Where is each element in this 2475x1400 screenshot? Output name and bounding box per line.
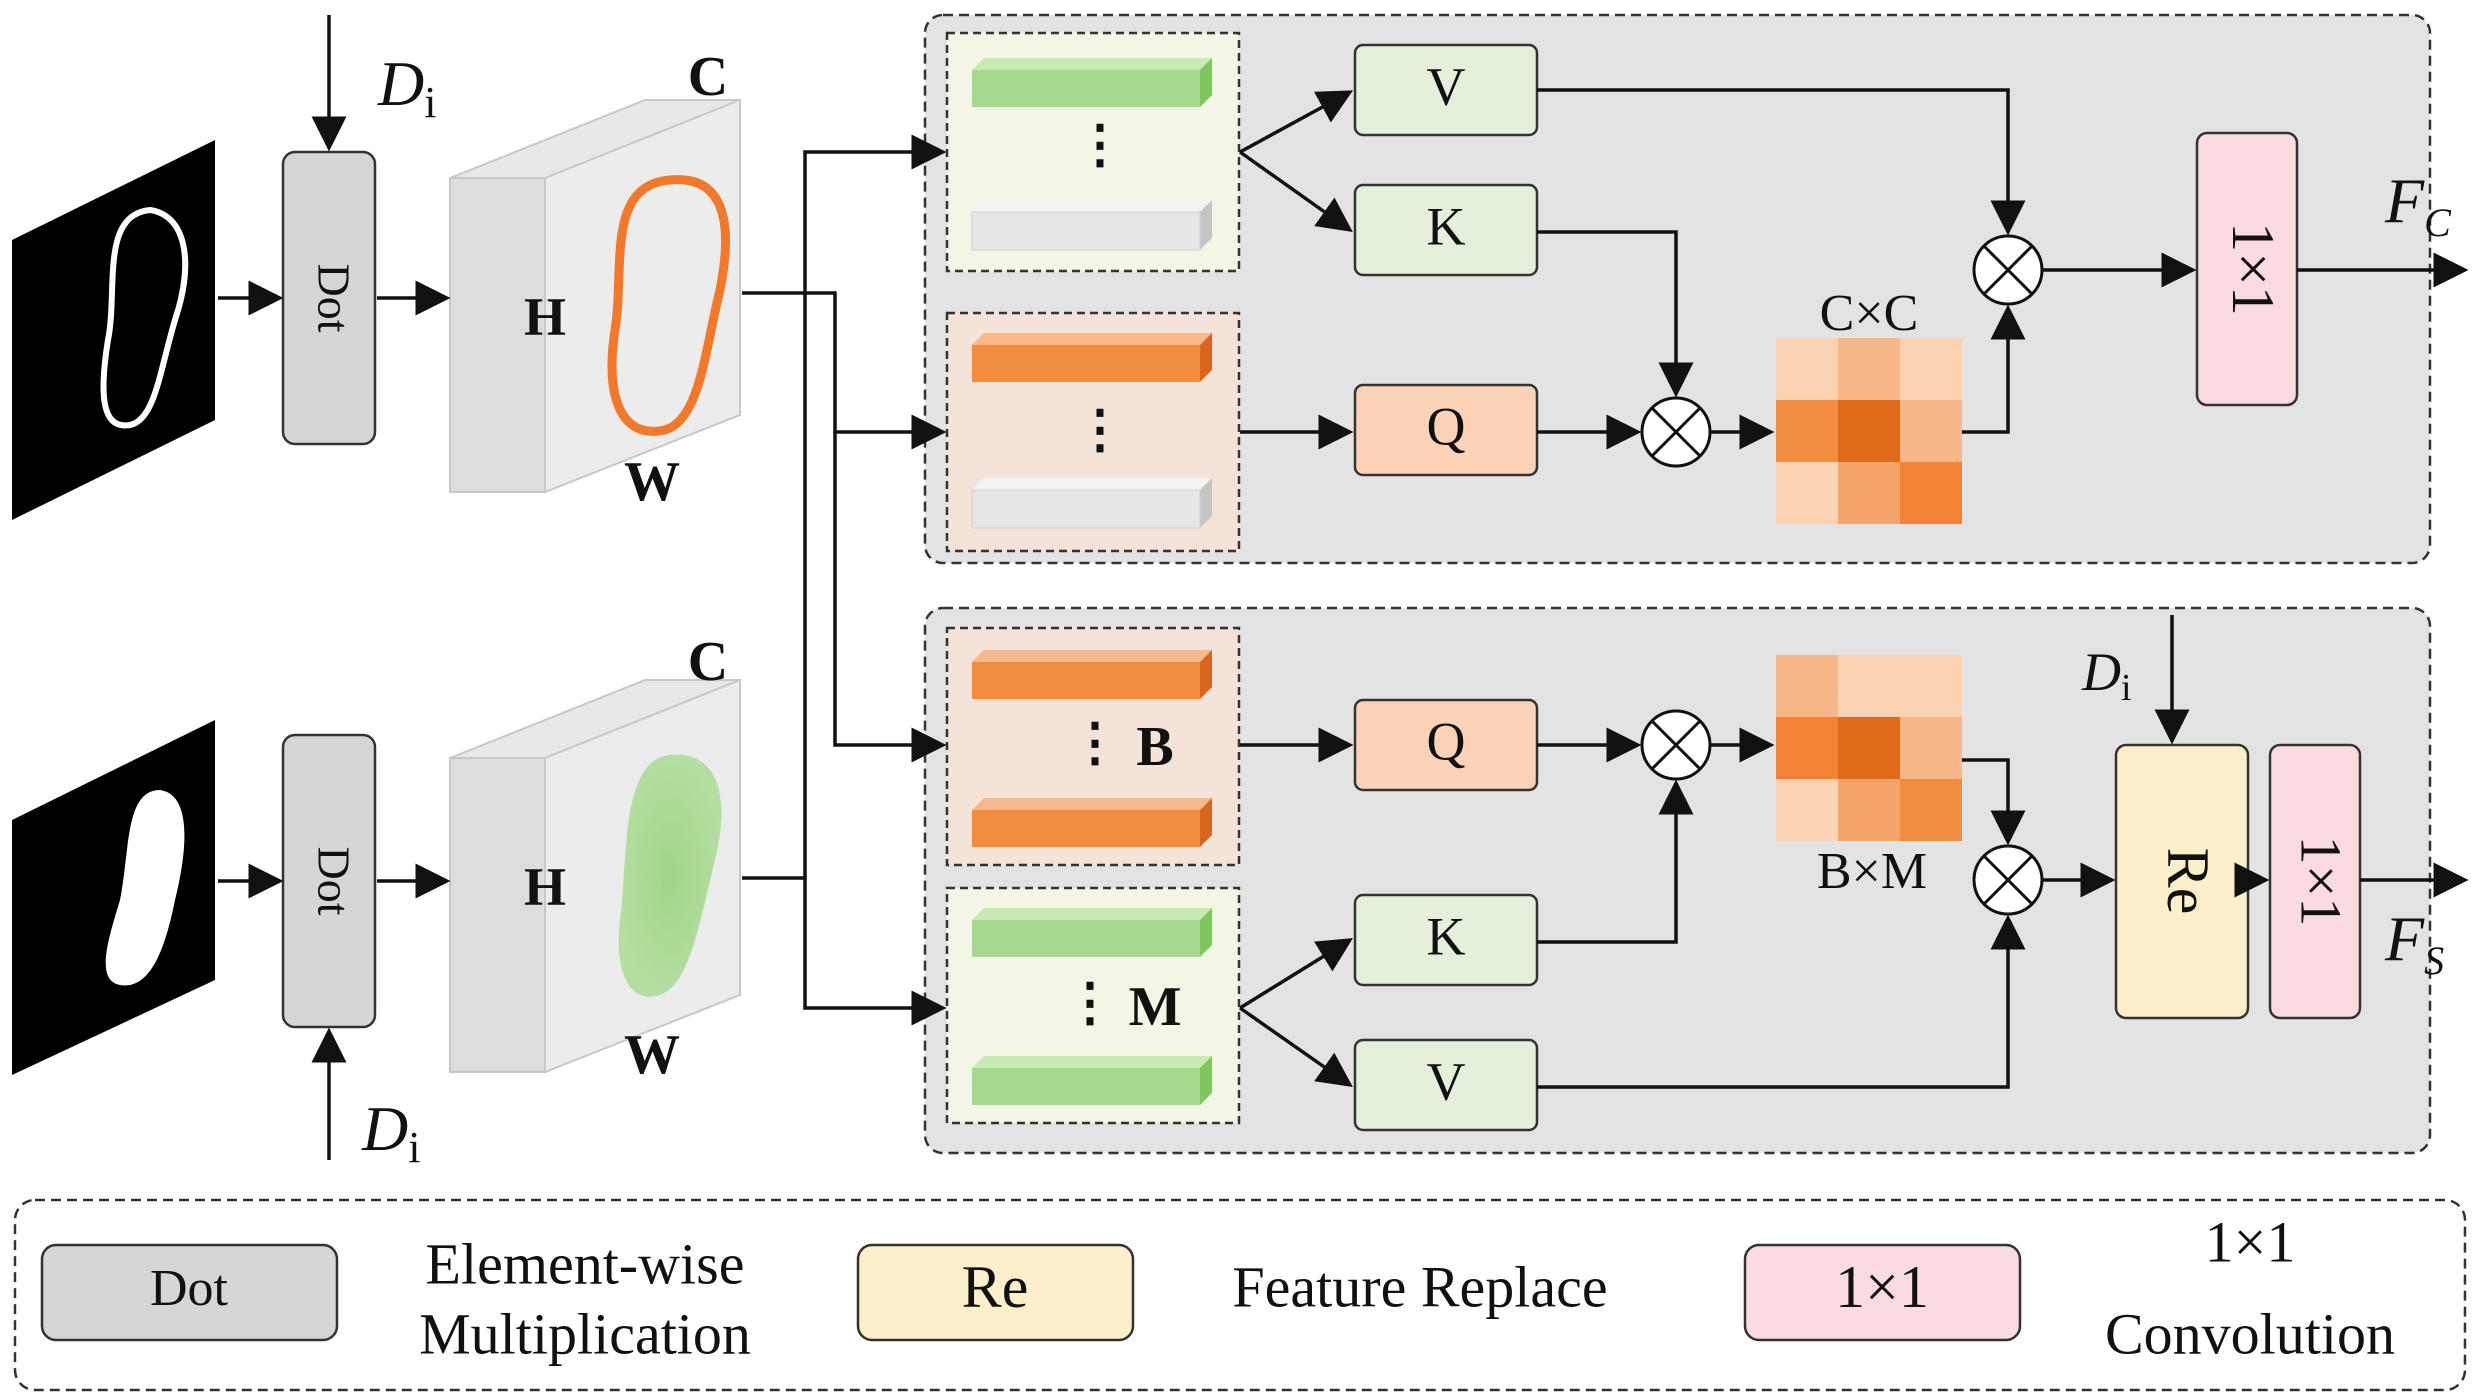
orange-contour (607, 175, 730, 436)
green-bar (972, 58, 1212, 107)
cube-bottom-w: W (624, 1024, 680, 1086)
legend-dot-box-label: Dot (150, 1260, 229, 1317)
spatial-q-label: Q (1427, 711, 1466, 771)
legend-dot-text-2: Multiplication (419, 1301, 751, 1366)
green-blob (618, 754, 722, 997)
dots-3: ⋮ (1069, 715, 1121, 772)
dot-label-bottom: Dot (308, 847, 359, 916)
cube-bottom-c: C (688, 631, 728, 693)
d-label-top: Di (377, 48, 436, 127)
m-label: M (1129, 976, 1182, 1038)
legend-conv-text-1: 1×1 (2205, 1209, 2296, 1274)
channel-k-label: K (1427, 196, 1466, 256)
channel-v-label: V (1427, 56, 1466, 116)
input-contour-image (12, 140, 215, 520)
spatial-conv-label: 1×1 (2289, 836, 2354, 927)
legend-conv-box-label: 1×1 (1835, 1254, 1929, 1320)
channel-conv-label: 1×1 (2220, 222, 2286, 316)
feature-cube-bottom (449, 678, 741, 1074)
d-label-bottom: Di (361, 1093, 420, 1172)
cube-bottom-h: H (524, 857, 566, 917)
legend-dot-box (40, 1243, 339, 1342)
legend-re-text: Feature Replace (1232, 1254, 1607, 1319)
channel-q-label: Q (1427, 396, 1466, 456)
orange-bar (972, 333, 1212, 382)
input-mask-image (12, 720, 215, 1075)
spatial-v-box (1353, 1038, 1539, 1132)
spatial-matrix-label: B×M (1817, 843, 1927, 900)
multiply-icon (1640, 396, 1712, 468)
b-label: B (1136, 716, 1173, 778)
cube-top-c: C (688, 46, 728, 108)
dot-label-top: Dot (308, 264, 359, 333)
cube-top-h: H (524, 287, 566, 347)
gray-bar (971, 200, 1212, 251)
re-label: Re (2155, 848, 2221, 915)
gray-bar (971, 478, 1212, 529)
dots-4: ⋮ (1064, 975, 1116, 1032)
legend-conv-box (1743, 1243, 2022, 1342)
spatial-attention-matrix (1776, 655, 1962, 841)
multiply-icon (1640, 709, 1712, 781)
cube-top-w: W (624, 451, 680, 513)
feature-cube-top (449, 98, 741, 494)
orange-bar (972, 798, 1212, 847)
channel-k-box (1353, 183, 1539, 277)
multiply-icon (1972, 844, 2044, 916)
multiply-icon (1972, 234, 2044, 306)
spatial-k-box (1353, 893, 1539, 987)
output-fs-label: FS (2384, 903, 2444, 983)
legend-dot-text-1: Element-wise (426, 1231, 745, 1296)
spatial-k-label: K (1427, 906, 1466, 966)
legend-re-box (856, 1243, 1135, 1342)
orange-bar (972, 650, 1212, 699)
dots-2: ⋮ (1074, 402, 1126, 459)
spatial-v-label: V (1427, 1051, 1466, 1111)
output-fc-label: FC (2384, 165, 2452, 245)
dots-1: ⋮ (1074, 117, 1126, 174)
channel-matrix-label: C×C (1820, 285, 1919, 342)
channel-q-box (1353, 383, 1539, 477)
d-label-spatial: Di (2081, 642, 2132, 709)
green-bar (972, 908, 1212, 957)
channel-attention-matrix (1776, 338, 1962, 524)
legend-re-box-label: Re (962, 1254, 1029, 1320)
legend-conv-text-2: Convolution (2105, 1301, 2395, 1366)
green-bar (972, 1056, 1212, 1105)
connectors (218, 15, 2469, 1160)
